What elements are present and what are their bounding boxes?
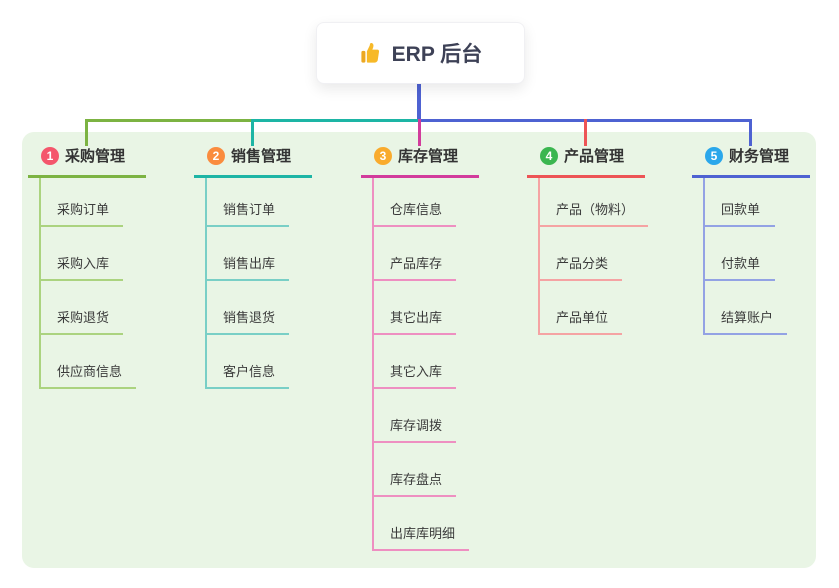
child-node[interactable]: 采购退货 <box>41 281 124 335</box>
branch-number-badge: 2 <box>207 146 225 165</box>
branch-drop-line-4 <box>584 119 587 146</box>
branch-children: 销售订单销售出库销售退货客户信息 <box>205 178 312 389</box>
branch-label: 产品管理 <box>564 148 625 165</box>
child-node[interactable]: 产品分类 <box>540 227 623 281</box>
child-node[interactable]: 客户信息 <box>207 335 290 389</box>
child-node[interactable]: 产品库存 <box>374 227 457 281</box>
branch-drop-line-2 <box>251 119 254 146</box>
branch-header[interactable]: 2 销售管理 <box>194 145 312 178</box>
child-node[interactable]: 产品（物料） <box>540 178 649 227</box>
branch-number-badge: 1 <box>41 146 59 165</box>
branch-3: 3 库存管理仓库信息产品库存其它出库其它入库库存调拨库存盘点出库库明细 <box>361 145 479 551</box>
branch-label: 库存管理 <box>398 148 459 165</box>
child-node[interactable]: 付款单 <box>705 227 775 281</box>
child-node[interactable]: 销售订单 <box>207 178 290 227</box>
branch-label: 财务管理 <box>729 148 790 165</box>
branch-drop-line-5 <box>749 119 752 146</box>
child-node[interactable]: 采购入库 <box>41 227 124 281</box>
branch-2: 2 销售管理销售订单销售出库销售退货客户信息 <box>194 145 312 389</box>
child-node[interactable]: 其它出库 <box>374 281 457 335</box>
branch-4: 4 产品管理产品（物料）产品分类产品单位 <box>527 145 649 335</box>
branch-header[interactable]: 1 采购管理 <box>28 145 146 178</box>
child-node[interactable]: 供应商信息 <box>41 335 137 389</box>
child-node[interactable]: 库存盘点 <box>374 443 457 497</box>
root-title: ERP 后台 <box>391 43 483 66</box>
child-node[interactable]: 销售出库 <box>207 227 290 281</box>
branch-children: 采购订单采购入库采购退货供应商信息 <box>39 178 146 389</box>
branch-label: 采购管理 <box>65 148 126 165</box>
child-node[interactable]: 产品单位 <box>540 281 623 335</box>
branch-1: 1 采购管理采购订单采购入库采购退货供应商信息 <box>28 145 146 389</box>
root-node[interactable]: ERP 后台 <box>316 22 525 84</box>
bus-segment-1 <box>85 119 251 122</box>
child-node[interactable]: 库存调拨 <box>374 389 457 443</box>
root-connector-line <box>417 82 421 122</box>
child-node[interactable]: 出库库明细 <box>374 497 470 551</box>
branch-number-badge: 5 <box>705 146 723 165</box>
branch-header[interactable]: 3 库存管理 <box>361 145 479 178</box>
branch-children: 仓库信息产品库存其它出库其它入库库存调拨库存盘点出库库明细 <box>372 178 479 551</box>
branch-number-badge: 4 <box>540 146 558 165</box>
child-node[interactable]: 回款单 <box>705 178 775 227</box>
branch-children: 回款单付款单结算账户 <box>703 178 810 335</box>
child-node[interactable]: 其它入库 <box>374 335 457 389</box>
child-node[interactable]: 销售退货 <box>207 281 290 335</box>
branch-5: 5 财务管理回款单付款单结算账户 <box>692 145 810 335</box>
branch-drop-line-1 <box>85 119 88 146</box>
bus-segment-2 <box>251 119 418 122</box>
child-node[interactable]: 仓库信息 <box>374 178 457 227</box>
child-node[interactable]: 结算账户 <box>705 281 788 335</box>
branch-number-badge: 3 <box>374 146 392 165</box>
branch-header[interactable]: 5 财务管理 <box>692 145 810 178</box>
child-node[interactable]: 采购订单 <box>41 178 124 227</box>
thumbs-up-icon <box>359 42 382 65</box>
branch-drop-line-3 <box>418 119 421 146</box>
branch-label: 销售管理 <box>231 148 292 165</box>
branch-header[interactable]: 4 产品管理 <box>527 145 645 178</box>
branch-children: 产品（物料）产品分类产品单位 <box>538 178 649 335</box>
